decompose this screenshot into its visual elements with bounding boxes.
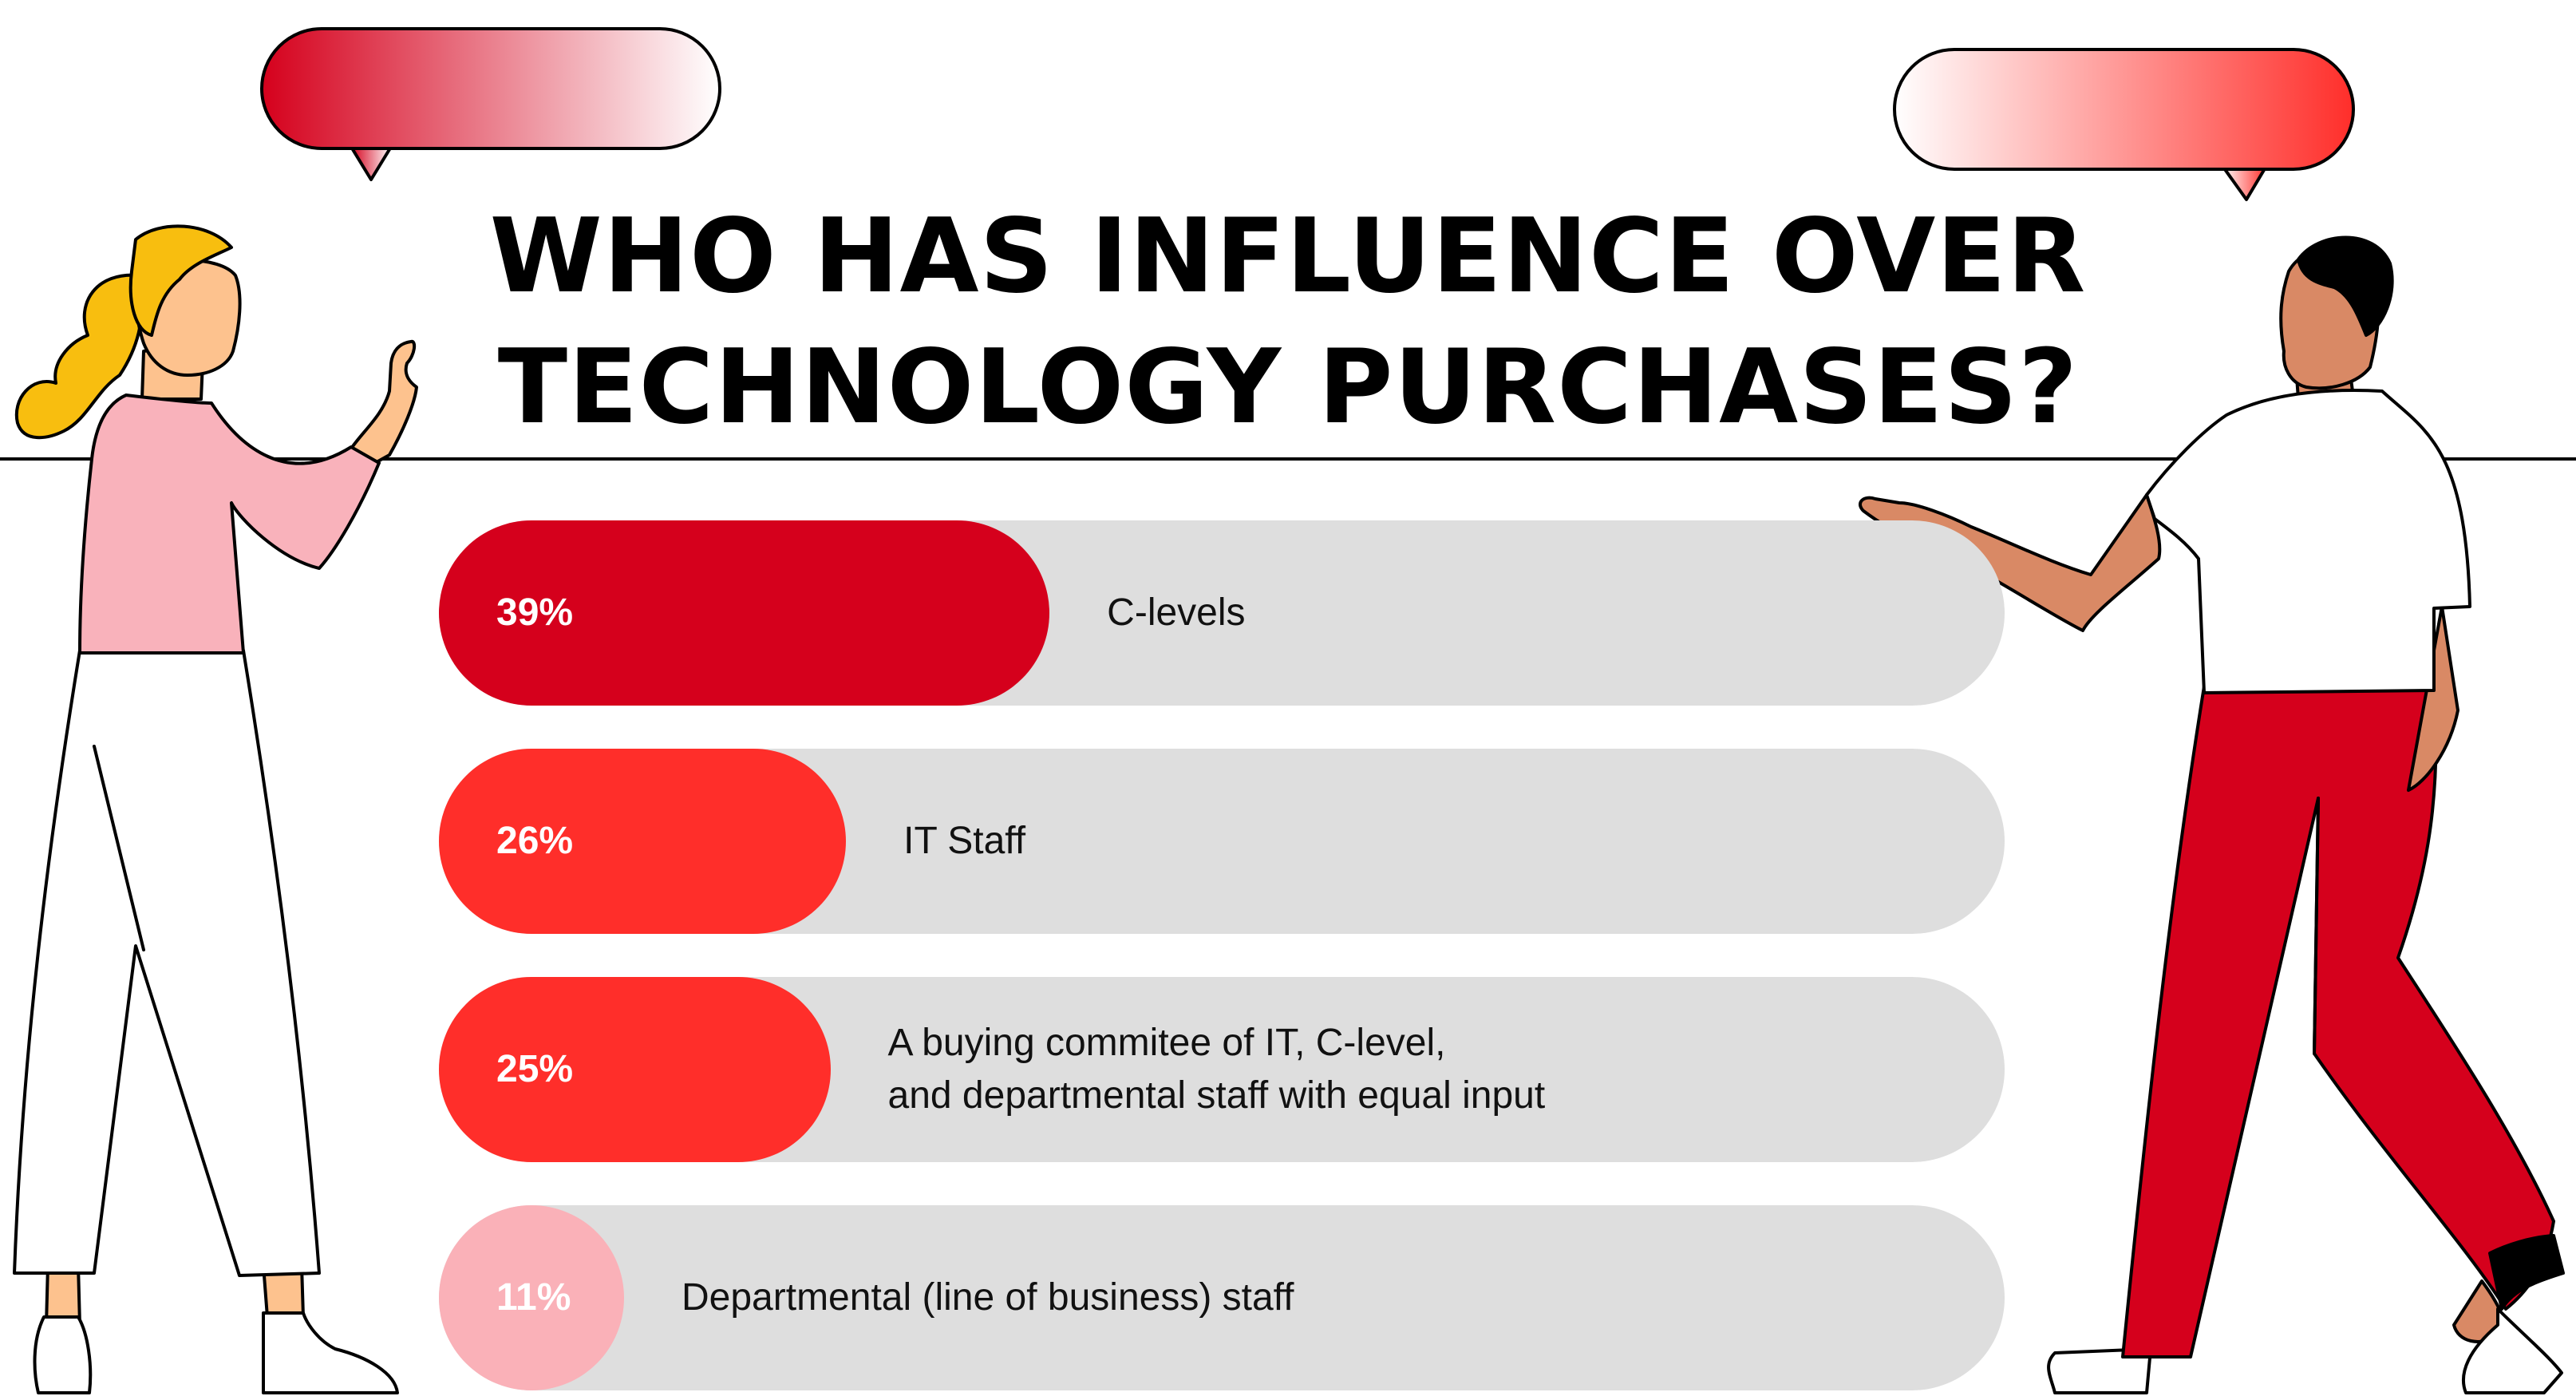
speech-bubble-left: [260, 27, 721, 181]
speech-bubble-right: [1893, 48, 2355, 201]
bar-category-label: IT Staff: [903, 820, 1026, 862]
bar-value-label: 39%: [496, 591, 574, 634]
bar-fill: [439, 749, 847, 934]
chart-title-line-1: WHO HAS INFLUENCE OVER: [489, 197, 2087, 316]
bar-category-label: C-levels: [1107, 591, 1246, 634]
bar-row: 39% C-levels: [439, 520, 2005, 706]
bar-value-label: 11%: [496, 1276, 571, 1319]
bar-fill: [439, 1205, 624, 1390]
man-figure: [1859, 235, 2565, 1394]
bar-fill: [439, 520, 1050, 706]
bar-value-label: 26%: [496, 820, 574, 862]
woman-figure: [13, 224, 418, 1394]
chart-title: WHO HAS INFLUENCE OVER TECHNOLOGY PURCHA…: [0, 192, 2576, 453]
bar-value-label: 25%: [496, 1048, 574, 1090]
bar-category-label: A buying commitee of IT, C-level, and de…: [887, 1022, 1546, 1117]
chart-title-line-2: TECHNOLOGY PURCHASES?: [497, 328, 2079, 447]
bar-row: 25% A buying commitee of IT, C-level, and…: [439, 977, 2005, 1162]
bar-track: [439, 1205, 2005, 1390]
bar-category-label: Departmental (line of business) staff: [682, 1276, 1294, 1319]
bar-row: 26% IT Staff: [439, 749, 2005, 934]
bar-row: 11% Departmental (line of business) staff: [439, 1205, 2005, 1390]
bar-fill: [439, 977, 831, 1162]
